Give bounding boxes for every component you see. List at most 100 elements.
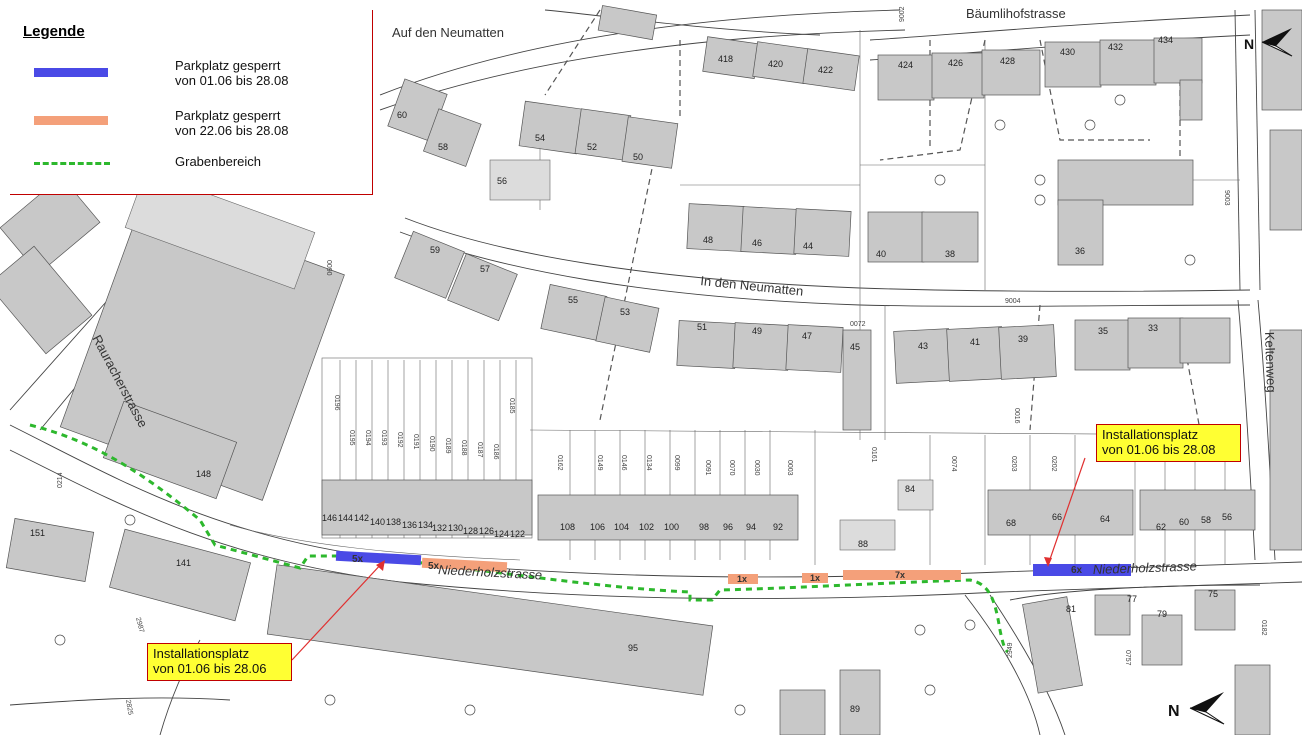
parking-orange-1 — [421, 557, 508, 573]
svg-text:53: 53 — [620, 307, 630, 317]
legend-swatch-green-dashed — [34, 162, 110, 165]
svg-text:50: 50 — [633, 152, 643, 162]
svg-text:0090: 0090 — [325, 260, 332, 276]
svg-text:0185: 0185 — [508, 398, 515, 414]
svg-text:84: 84 — [905, 484, 915, 494]
north-arrow-icon: N — [1168, 692, 1225, 725]
legend-item-label: Parkplatz gesperrt — [175, 58, 281, 73]
svg-text:2949: 2949 — [1007, 642, 1014, 658]
path-dashed — [1179, 319, 1201, 431]
svg-text:88: 88 — [858, 539, 868, 549]
parking-counts: 5x 5x 1x 1x 7x 6x — [352, 554, 1083, 584]
svg-text:57: 57 — [480, 264, 490, 274]
street-niederholzstrasse-west: Niederholzstrasse — [438, 562, 543, 582]
svg-text:132: 132 — [432, 523, 447, 533]
street-niederholzstrasse-east: Niederholzstrasse — [1093, 558, 1198, 577]
svg-text:426: 426 — [948, 58, 963, 68]
road-edge — [229, 524, 521, 561]
parking-count-5: 7x — [895, 570, 905, 580]
svg-text:122: 122 — [510, 529, 525, 539]
svg-text:43: 43 — [918, 341, 928, 351]
svg-text:104: 104 — [614, 522, 629, 532]
svg-text:142: 142 — [354, 513, 369, 523]
svg-text:55: 55 — [568, 295, 578, 305]
svg-text:54: 54 — [535, 133, 545, 143]
svg-text:9004: 9004 — [1005, 298, 1021, 305]
parking-count-2: 5x — [428, 561, 440, 572]
parking-closures — [335, 550, 1131, 584]
svg-text:89: 89 — [850, 704, 860, 714]
street-baeumlihofstrasse: Bäumlihofstrasse — [966, 6, 1066, 21]
arrowhead-icon — [376, 560, 385, 571]
svg-text:79: 79 — [1157, 609, 1167, 619]
legend-item-label: Parkplatz gesperrt — [175, 108, 281, 123]
svg-text:77: 77 — [1127, 594, 1137, 604]
svg-text:9003: 9003 — [1223, 190, 1230, 206]
callout-arrow-west — [291, 561, 384, 661]
svg-text:0202: 0202 — [1050, 456, 1057, 472]
svg-text:2987: 2987 — [134, 617, 145, 634]
svg-text:0099: 0099 — [673, 455, 680, 471]
svg-text:130: 130 — [448, 523, 463, 533]
svg-text:124: 124 — [494, 529, 509, 539]
plot-block — [321, 357, 533, 539]
svg-text:151: 151 — [30, 528, 45, 538]
svg-text:40: 40 — [876, 249, 886, 259]
svg-text:0192: 0192 — [396, 432, 403, 448]
parking-count-6: 6x — [1071, 565, 1083, 576]
legend-item-blue: Parkplatz gesperrt von 01.06 bis 28.08 — [175, 58, 288, 88]
svg-text:0203: 0203 — [1010, 456, 1017, 472]
road-edge — [399, 231, 1251, 307]
road-edge — [9, 697, 231, 706]
svg-text:49: 49 — [752, 326, 762, 336]
svg-text:108: 108 — [560, 522, 575, 532]
legend-item-green: Grabenbereich — [175, 154, 261, 169]
svg-text:0070: 0070 — [728, 460, 735, 476]
svg-text:95: 95 — [628, 643, 638, 653]
parking-count-4: 1x — [810, 573, 820, 583]
parking-orange-2 — [728, 574, 758, 584]
svg-text:0757: 0757 — [1124, 650, 1131, 666]
callout-installation-west: Installationsplatz von 01.06 bis 28.06 — [147, 643, 292, 681]
svg-text:0146: 0146 — [620, 455, 627, 471]
street-auf-den-neumatten: Auf den Neumatten — [392, 25, 504, 40]
svg-text:140: 140 — [370, 517, 385, 527]
road-edge — [404, 217, 1251, 292]
svg-text:52: 52 — [587, 142, 597, 152]
plot-numbers: 9002 9003 9004 0072 0090 0214 2987 2825 … — [57, 6, 1267, 715]
svg-text:0194: 0194 — [364, 430, 371, 446]
svg-text:0134: 0134 — [645, 455, 652, 471]
svg-text:106: 106 — [590, 522, 605, 532]
svg-text:434: 434 — [1158, 35, 1173, 45]
legend-swatch-orange — [34, 116, 108, 125]
svg-text:0091: 0091 — [704, 460, 711, 476]
svg-text:58: 58 — [1201, 515, 1211, 525]
parking-orange-4 — [843, 570, 961, 580]
svg-text:0161: 0161 — [870, 447, 877, 463]
road-edge — [544, 9, 821, 36]
svg-text:148: 148 — [196, 469, 211, 479]
svg-text:0191: 0191 — [412, 434, 419, 450]
svg-text:0196: 0196 — [333, 395, 340, 411]
road-edge — [379, 29, 906, 111]
svg-text:56: 56 — [1222, 512, 1232, 522]
svg-text:64: 64 — [1100, 514, 1110, 524]
svg-text:36: 36 — [1075, 246, 1085, 256]
callout-title: Installationsplatz — [153, 646, 250, 661]
parking-blue-1 — [335, 550, 422, 566]
svg-text:39: 39 — [1018, 334, 1028, 344]
svg-text:46: 46 — [752, 238, 762, 248]
svg-text:420: 420 — [768, 59, 783, 69]
svg-text:432: 432 — [1108, 42, 1123, 52]
svg-text:35: 35 — [1098, 326, 1108, 336]
svg-text:0193: 0193 — [380, 430, 387, 446]
svg-text:0188: 0188 — [460, 440, 467, 456]
svg-text:141: 141 — [176, 558, 191, 568]
svg-text:102: 102 — [639, 522, 654, 532]
svg-text:0003: 0003 — [786, 460, 793, 476]
legend-item-dates: von 22.06 bis 28.08 — [175, 123, 289, 138]
svg-text:66: 66 — [1052, 512, 1062, 522]
svg-text:128: 128 — [463, 526, 478, 536]
road-edge — [1254, 9, 1261, 291]
